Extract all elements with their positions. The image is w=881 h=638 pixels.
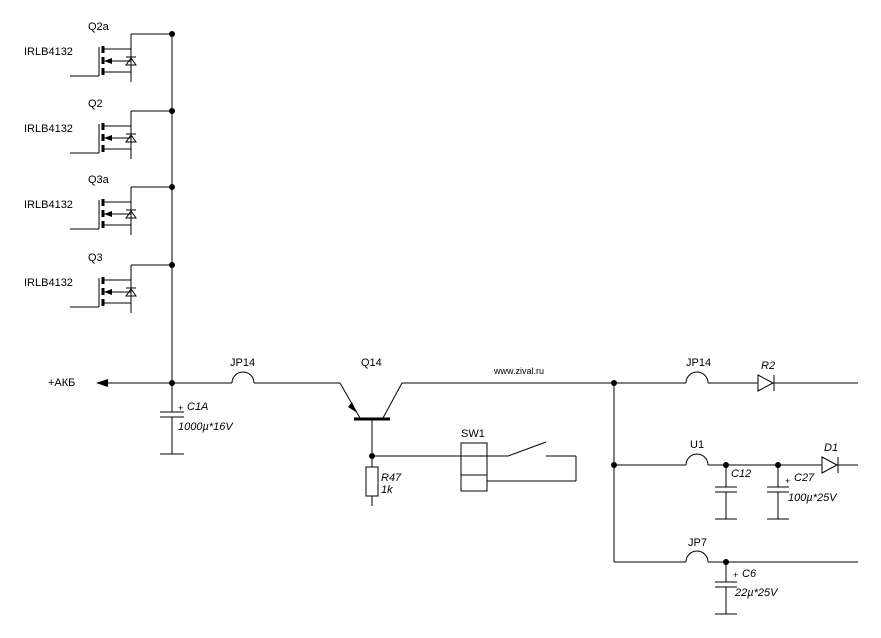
c12-label: C12 xyxy=(731,468,751,480)
junction-dot xyxy=(169,262,175,268)
akb-label: +АКБ xyxy=(48,377,75,389)
d1-label: D1 xyxy=(824,442,838,454)
q14-arrow-icon xyxy=(348,402,356,412)
body-diode-icon xyxy=(125,134,137,143)
mosfet-ref-label: Q3a xyxy=(88,174,110,186)
sw1-contact xyxy=(507,441,547,457)
r47-label: R47 xyxy=(381,472,402,484)
jp14-right-jumper xyxy=(685,371,709,384)
sw1-body xyxy=(460,442,488,492)
mosfet-ref-label: Q2a xyxy=(88,21,110,33)
q14-emitter xyxy=(339,382,361,419)
mosfet-part-label: IRLB4132 xyxy=(24,46,73,58)
jp14-right-label: JP14 xyxy=(686,357,711,369)
jp7-jumper xyxy=(685,550,709,563)
mosfet-arrow-icon xyxy=(104,58,112,64)
q14-collector xyxy=(382,382,403,419)
r47-value: 1k xyxy=(381,484,393,496)
u1-label: U1 xyxy=(690,439,704,451)
c27-label: C27 xyxy=(794,472,815,484)
website-label: www.zival.ru xyxy=(493,366,544,376)
r2-diode-icon xyxy=(757,374,775,392)
mosfet-ref-label: Q2 xyxy=(88,98,103,110)
mosfet-part-label: IRLB4132 xyxy=(24,123,73,135)
c1a-value: 1000µ*16V xyxy=(178,421,234,433)
c6-label: C6 xyxy=(742,568,757,580)
sw1-label: SW1 xyxy=(461,428,485,440)
mosfet-arrow-icon xyxy=(104,135,112,141)
body-diode-icon xyxy=(125,288,137,297)
c6-value: 22µ*25V xyxy=(734,587,779,599)
c1a-label: C1A xyxy=(187,401,208,413)
mosfet-array: Q2aIRLB4132Q2IRLB4132Q3aIRLB4132Q3IRLB41… xyxy=(24,21,172,313)
r2-label: R2 xyxy=(761,360,775,372)
c27-value: 100µ*25V xyxy=(788,492,838,504)
akb-arrow-icon xyxy=(96,379,108,387)
junction-dot xyxy=(169,184,175,190)
jp14-left-jumper xyxy=(231,371,255,384)
q14-label: Q14 xyxy=(361,357,382,369)
c6-plus: + xyxy=(733,570,738,580)
jp7-label: JP7 xyxy=(688,537,707,549)
junction-dot xyxy=(169,31,175,37)
c1a-plus: + xyxy=(178,403,183,413)
mosfet-part-label: IRLB4132 xyxy=(24,199,73,211)
mosfet-arrow-icon xyxy=(104,211,112,217)
mosfet-arrow-icon xyxy=(104,289,112,295)
jp14-left-label: JP14 xyxy=(230,357,255,369)
body-diode-icon xyxy=(125,57,137,66)
junction-dot xyxy=(169,108,175,114)
r47-resistor xyxy=(365,466,379,497)
mosfet-part-label: IRLB4132 xyxy=(24,277,73,289)
mosfet-ref-label: Q3 xyxy=(88,252,103,264)
c27-plus: + xyxy=(785,476,790,486)
u1-jumper xyxy=(685,453,709,466)
d1-diode-icon xyxy=(821,456,839,474)
body-diode-icon xyxy=(125,210,137,219)
